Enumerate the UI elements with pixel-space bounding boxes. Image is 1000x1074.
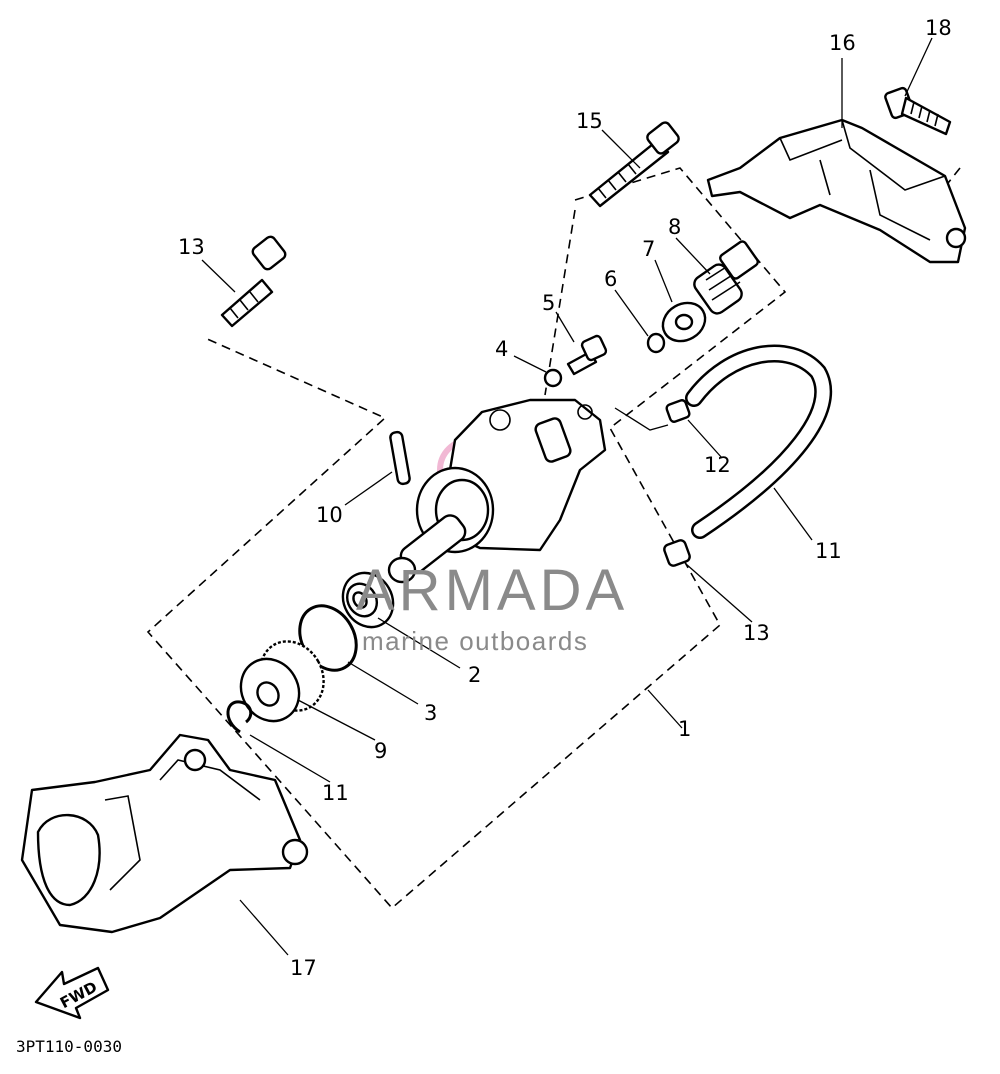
part-8-plug [693, 240, 759, 315]
watermark: ARMADA marine outboards [356, 558, 628, 656]
part-9-gear [239, 640, 325, 723]
callout-14: 13 [178, 235, 205, 259]
part-11-circlip [226, 700, 253, 734]
callout-4: 4 [495, 337, 508, 361]
callout-2: 2 [468, 663, 481, 687]
callout-7: 7 [642, 237, 655, 261]
leader-lines [201, 37, 933, 956]
callout-13-lower: 13 [743, 621, 770, 645]
callout-15: 15 [576, 109, 603, 133]
part-4-washer [543, 368, 563, 388]
part-2-bearing [341, 571, 395, 629]
part-17-bracket [706, 118, 967, 264]
callout-11: 11 [322, 781, 349, 805]
fwd-direction-arrow-icon: FWD [34, 966, 110, 1020]
part-1-pump-assembly [387, 398, 607, 584]
callout-5: 5 [542, 291, 555, 315]
part-13-clamp-upper [665, 399, 691, 423]
callout-3: 3 [424, 701, 437, 725]
callout-18: 18 [925, 16, 952, 40]
watermark-brand: ARMADA [356, 558, 628, 623]
callout-1: 1 [678, 717, 691, 741]
callout-8: 8 [668, 215, 681, 239]
part-5-bolt [566, 334, 608, 376]
part-14-bolt [220, 235, 287, 328]
diagram-code: 3PT110-0030 [16, 1037, 122, 1056]
part-15-bolt [588, 121, 680, 208]
part-12-hose [685, 344, 832, 539]
callout-17: 16 [829, 31, 856, 55]
part-7-nut [661, 301, 707, 343]
callout-10: 10 [316, 503, 343, 527]
part-18-screw [884, 86, 952, 136]
callout-12: 11 [815, 539, 842, 563]
callout-6: 6 [604, 267, 617, 291]
callout-16: 17 [290, 956, 317, 980]
part-16-housing [20, 733, 309, 934]
callout-9: 9 [374, 739, 387, 763]
part-13-clamp-lower [663, 539, 691, 567]
callout-labels: 16 18 15 13 8 7 6 5 4 10 12 11 13 2 3 1 … [178, 16, 952, 980]
callout-13-upper: 12 [704, 453, 731, 477]
watermark-tagline: marine outboards [362, 626, 588, 656]
part-10-pin [389, 430, 411, 486]
part-6-washer [646, 332, 666, 354]
